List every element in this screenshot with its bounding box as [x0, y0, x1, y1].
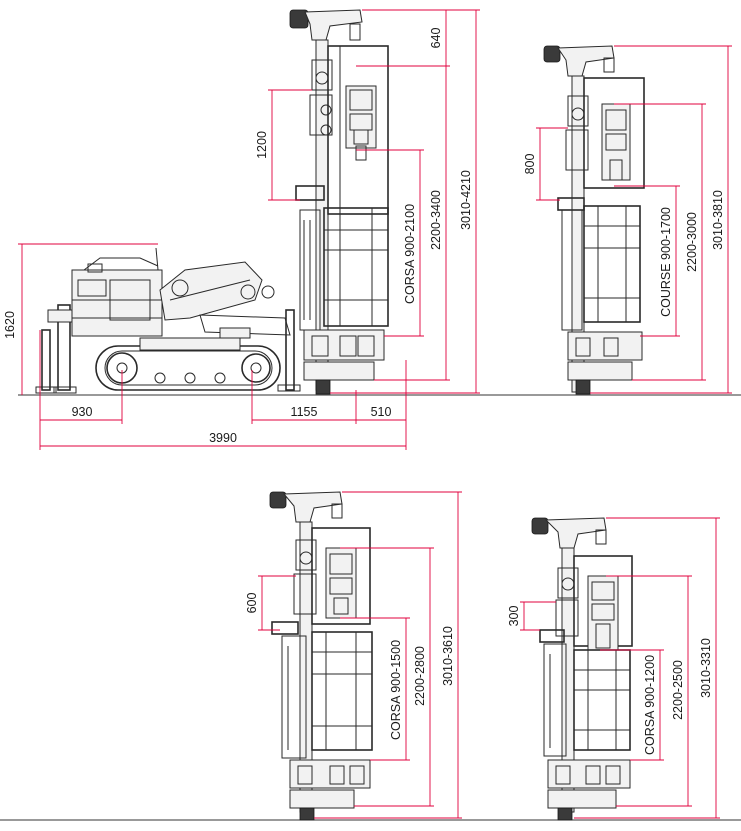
- dim-300-label: 300: [507, 606, 521, 627]
- top-right-mast: [543, 45, 645, 395]
- dim-corsa-br-label: CORSA 900-1200: [643, 655, 657, 755]
- dim-1200: 1200: [255, 89, 312, 201]
- dim-600-label: 600: [245, 593, 259, 614]
- dim-3010-br-label: 3010-3310: [699, 638, 713, 698]
- dim-1620-label: 1620: [3, 311, 17, 339]
- dim-640-label: 640: [429, 28, 443, 49]
- dim-2200-tr-label: 2200-3000: [685, 212, 699, 272]
- dim-300: 300: [507, 601, 556, 631]
- dim-corsa-bl: CORSA 900-1500: [340, 617, 410, 761]
- dim-1200-label: 1200: [255, 131, 269, 159]
- dim-930-label: 930: [72, 405, 93, 419]
- dim-1155: 1155: [251, 370, 357, 424]
- dim-course-tr-label: COURSE 900-1700: [659, 207, 673, 317]
- dim-3010-tr: 3010-3810: [590, 45, 732, 394]
- main-machine: [35, 247, 301, 394]
- dim-640: 640: [429, 10, 447, 66]
- dim-2200-main-label: 2200-3400: [429, 190, 443, 250]
- dim-3990-label: 3990: [209, 431, 237, 445]
- dim-1155-label: 1155: [291, 405, 318, 419]
- dim-2200-main: 2200-3400: [356, 65, 450, 381]
- dim-3010-br: 3010-3310: [574, 517, 720, 819]
- dim-corsa-br: CORSA 900-1200: [600, 649, 664, 761]
- dim-3990: 3990: [40, 431, 406, 447]
- dim-2200-br-label: 2200-2500: [671, 660, 685, 720]
- dim-930: 930: [39, 330, 123, 450]
- dim-510-label: 510: [371, 405, 392, 419]
- dim-510: 510: [356, 360, 407, 450]
- dim-course-tr: COURSE 900-1700: [614, 185, 680, 337]
- dim-3010-bl-label: 3010-3610: [441, 626, 455, 686]
- dim-2200-bl: 2200-2800: [340, 547, 434, 807]
- dim-800: 800: [523, 127, 568, 201]
- dim-corsa-main: CORSA 900-2100: [356, 149, 424, 337]
- bottom-right-mast: [531, 517, 633, 821]
- dim-corsa-bl-label: CORSA 900-1500: [389, 640, 403, 740]
- dim-1620: 1620: [3, 243, 158, 395]
- dim-800-label: 800: [523, 154, 537, 175]
- bottom-left-mast: [269, 491, 373, 821]
- dim-2200-tr: 2200-3000: [614, 103, 706, 381]
- dim-corsa-main-label: CORSA 900-2100: [403, 204, 417, 304]
- main-mast: [289, 9, 389, 395]
- dim-2200-bl-label: 2200-2800: [413, 646, 427, 706]
- dim-600: 600: [245, 575, 296, 631]
- dim-2200-br: 2200-2500: [606, 575, 692, 807]
- dim-3010-main: 3010-4210: [330, 9, 480, 394]
- dim-3010-bl: 3010-3610: [314, 491, 462, 819]
- dim-3010-tr-label: 3010-3810: [711, 190, 725, 250]
- dim-3010-main-label: 3010-4210: [459, 170, 473, 230]
